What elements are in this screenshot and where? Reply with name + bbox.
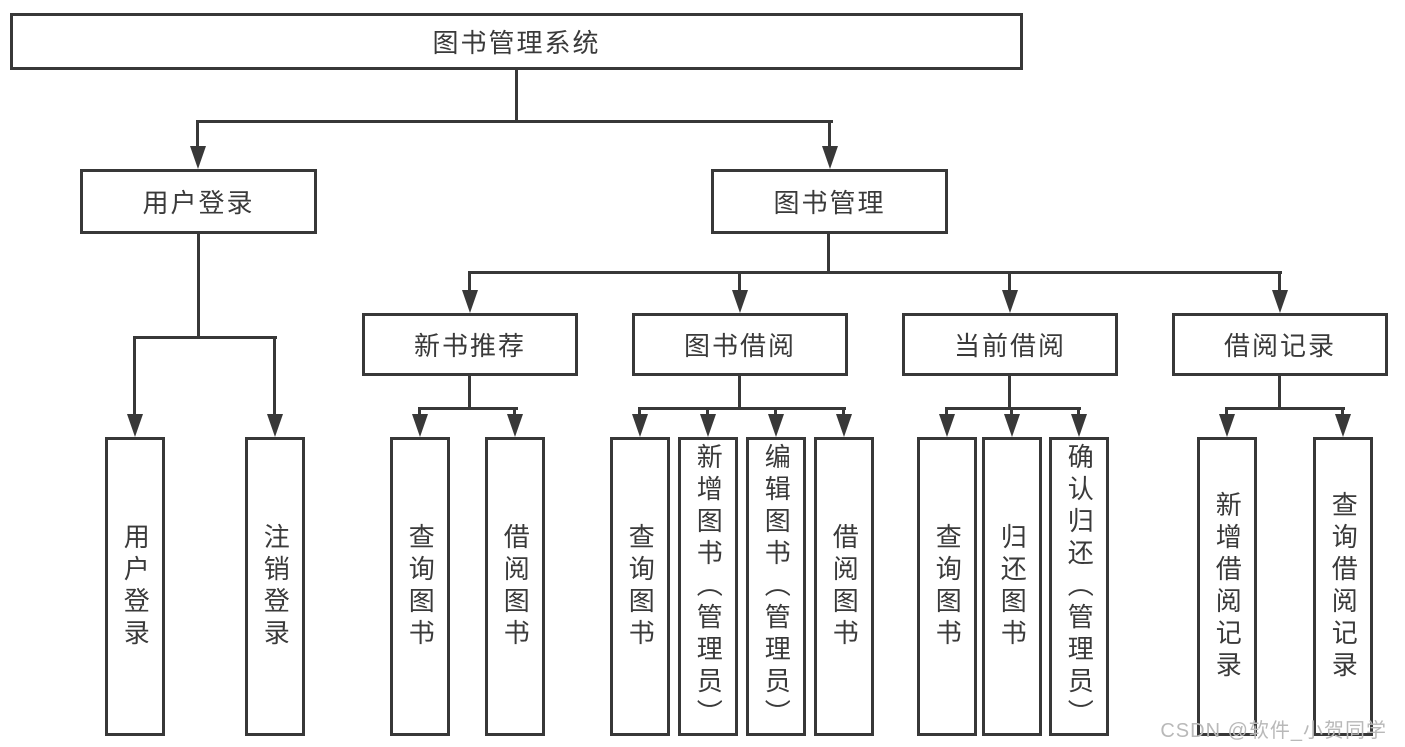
leaf-label: 查询图书 bbox=[932, 522, 963, 651]
connector-line bbox=[468, 271, 471, 292]
arrowhead-down-icon bbox=[700, 414, 716, 437]
arrowhead-down-icon bbox=[1335, 414, 1351, 437]
node-library-management-system: 图书管理系统 bbox=[10, 13, 1023, 70]
connector-line bbox=[1278, 376, 1281, 407]
node-book-management: 图书管理 bbox=[711, 169, 948, 234]
connector-line bbox=[468, 271, 1282, 274]
arrowhead-down-icon bbox=[1272, 290, 1288, 313]
leaf-label: 借阅图书 bbox=[500, 522, 531, 651]
node-label: 借阅记录 bbox=[1223, 331, 1336, 361]
connector-line bbox=[945, 407, 948, 417]
leaf-label: 新增借阅记录 bbox=[1212, 490, 1243, 683]
leaf-return-books: 归还图书 bbox=[982, 437, 1042, 736]
leaf-label: 归还图书 bbox=[997, 522, 1028, 651]
node-book-borrowing: 图书借阅 bbox=[632, 313, 848, 376]
arrowhead-down-icon bbox=[732, 290, 748, 313]
leaf-label: 查询图书 bbox=[405, 522, 436, 651]
leaf-user-login: 用户登录 bbox=[105, 437, 165, 736]
arrowhead-down-icon bbox=[1071, 414, 1087, 437]
node-new-book-recommendation: 新书推荐 bbox=[362, 313, 578, 376]
leaf-label: 编辑图书（管理员） bbox=[761, 442, 792, 731]
connector-line bbox=[133, 336, 136, 416]
arrowhead-down-icon bbox=[1219, 414, 1235, 437]
leaf-query-books-borrowing: 查询图书 bbox=[610, 437, 670, 736]
node-user-login: 用户登录 bbox=[80, 169, 317, 234]
connector-line bbox=[196, 120, 833, 123]
node-label: 图书管理系统 bbox=[432, 28, 601, 58]
connector-line bbox=[738, 376, 741, 407]
leaf-add-borrow-record: 新增借阅记录 bbox=[1197, 437, 1257, 736]
leaf-query-books-current: 查询图书 bbox=[917, 437, 977, 736]
arrowhead-down-icon bbox=[836, 414, 852, 437]
arrowhead-down-icon bbox=[768, 414, 784, 437]
arrowhead-down-icon bbox=[462, 290, 478, 313]
connector-line bbox=[1225, 407, 1345, 410]
leaf-query-borrow-record: 查询借阅记录 bbox=[1313, 437, 1373, 736]
leaf-add-books-admin: 新增图书（管理员） bbox=[678, 437, 738, 736]
connector-line bbox=[133, 336, 277, 339]
leaf-query-books-recommend: 查询图书 bbox=[390, 437, 450, 736]
node-label: 图书管理 bbox=[773, 188, 886, 218]
leaf-borrow-books-recommend: 借阅图书 bbox=[485, 437, 545, 736]
connector-line bbox=[738, 271, 741, 292]
leaf-borrow-books-borrowing: 借阅图书 bbox=[814, 437, 874, 736]
arrowhead-down-icon bbox=[1004, 414, 1020, 437]
connector-line bbox=[1225, 407, 1228, 417]
leaf-label: 注销登录 bbox=[260, 522, 291, 651]
leaf-logout: 注销登录 bbox=[245, 437, 305, 736]
arrowhead-down-icon bbox=[267, 414, 283, 437]
connector-line bbox=[513, 407, 516, 417]
connector-line bbox=[515, 70, 518, 120]
connector-line bbox=[1008, 271, 1011, 292]
leaf-label: 新增图书（管理员） bbox=[693, 442, 724, 731]
connector-line bbox=[827, 234, 830, 271]
connector-line bbox=[1077, 407, 1080, 417]
connector-line bbox=[418, 407, 518, 410]
connector-line bbox=[1278, 271, 1281, 292]
leaf-label: 用户登录 bbox=[120, 522, 151, 651]
arrowhead-down-icon bbox=[939, 414, 955, 437]
leaf-label: 借阅图书 bbox=[829, 522, 860, 651]
connector-line bbox=[774, 407, 777, 417]
arrowhead-down-icon bbox=[127, 414, 143, 437]
connector-line bbox=[638, 407, 641, 417]
node-current-borrowing: 当前借阅 bbox=[902, 313, 1118, 376]
connector-line bbox=[1008, 376, 1011, 407]
connector-line bbox=[273, 336, 276, 416]
connector-line bbox=[828, 120, 831, 148]
arrowhead-down-icon bbox=[190, 146, 206, 169]
connector-line bbox=[418, 407, 421, 417]
node-label: 用户登录 bbox=[142, 188, 255, 218]
leaf-label: 查询图书 bbox=[625, 522, 656, 651]
node-label: 当前借阅 bbox=[953, 331, 1066, 361]
leaf-label: 查询借阅记录 bbox=[1328, 490, 1359, 683]
arrowhead-down-icon bbox=[507, 414, 523, 437]
connector-line bbox=[468, 376, 471, 407]
leaf-edit-books-admin: 编辑图书（管理员） bbox=[746, 437, 806, 736]
connector-line bbox=[197, 234, 200, 336]
connector-line bbox=[945, 407, 1081, 410]
connector-line bbox=[1341, 407, 1344, 417]
connector-line bbox=[196, 120, 199, 148]
node-borrowing-records: 借阅记录 bbox=[1172, 313, 1388, 376]
connector-line bbox=[638, 407, 846, 410]
connector-line bbox=[1010, 407, 1013, 417]
arrowhead-down-icon bbox=[412, 414, 428, 437]
leaf-confirm-return-admin: 确认归还（管理员） bbox=[1049, 437, 1109, 736]
leaf-label: 确认归还（管理员） bbox=[1064, 442, 1095, 731]
watermark-csdn: CSDN @软件_小贺同学 bbox=[1160, 720, 1387, 742]
arrowhead-down-icon bbox=[632, 414, 648, 437]
node-label: 图书借阅 bbox=[683, 331, 796, 361]
arrowhead-down-icon bbox=[822, 146, 838, 169]
node-label: 新书推荐 bbox=[413, 331, 526, 361]
arrowhead-down-icon bbox=[1002, 290, 1018, 313]
connector-line bbox=[706, 407, 709, 417]
connector-line bbox=[842, 407, 845, 417]
